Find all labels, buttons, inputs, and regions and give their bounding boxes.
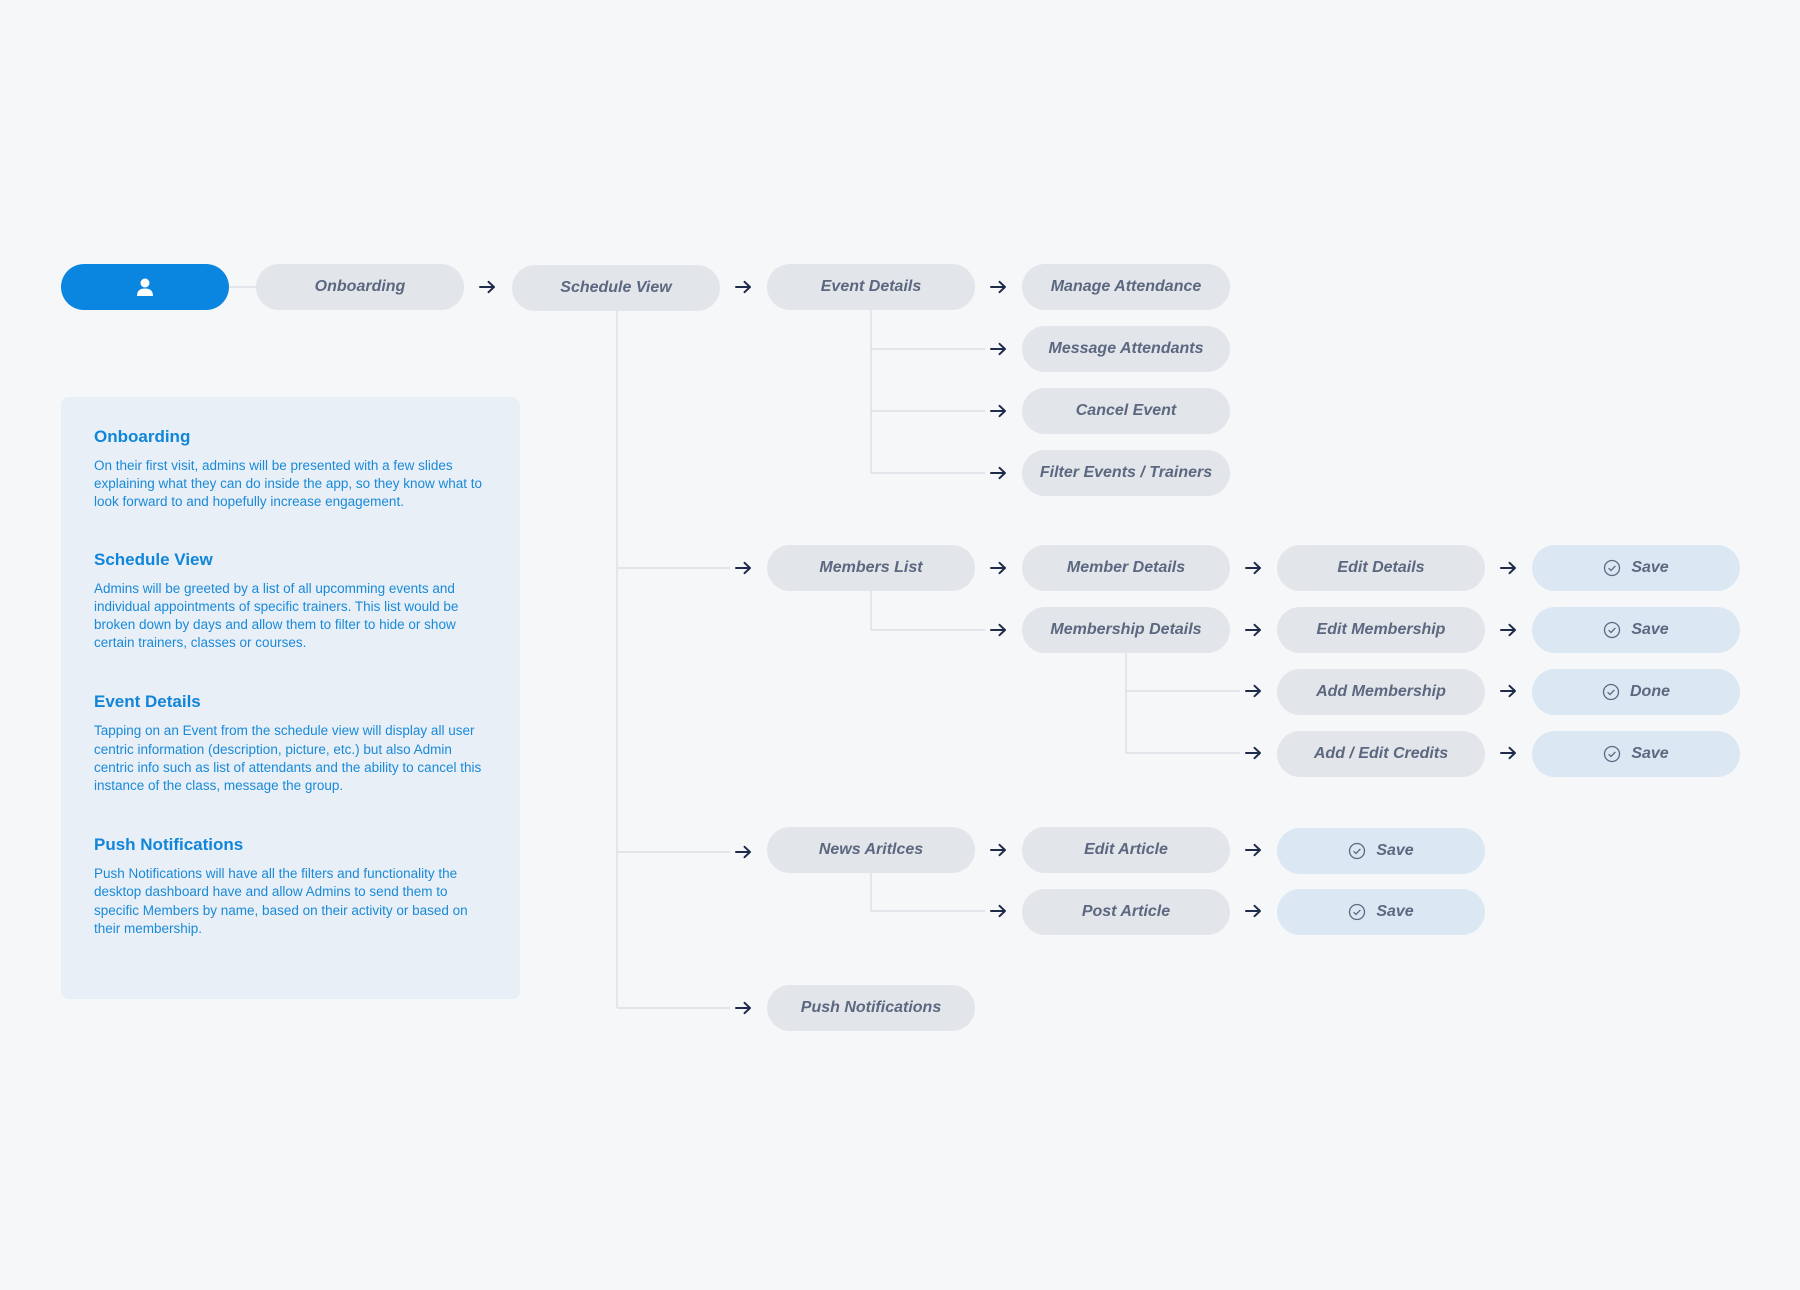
member-details-node[interactable]: Member Details (1022, 545, 1230, 591)
node-label: Manage Attendance (1050, 278, 1202, 295)
node-label: Add / Edit Credits (1313, 745, 1449, 762)
node-label: Edit Details (1337, 559, 1425, 576)
arrow-right-icon (1245, 623, 1261, 637)
save-button[interactable]: Save (1277, 828, 1485, 874)
node-label: Members List (819, 559, 923, 576)
save-button[interactable]: Save (1277, 889, 1485, 935)
user-start-button[interactable] (61, 264, 229, 310)
info-section-onboarding: Onboarding On their first visit, admins … (94, 427, 487, 512)
arrow-right-icon (990, 342, 1006, 356)
check-circle-icon (1604, 745, 1621, 763)
node-label: Member Details (1066, 559, 1186, 576)
arrow-right-icon (990, 280, 1006, 294)
arrow-right-icon (1500, 746, 1516, 760)
check-circle-icon (1349, 903, 1366, 921)
add-membership-node[interactable]: Add Membership (1277, 669, 1485, 715)
section-title: Event Details (94, 692, 201, 712)
section-body: Admins will be greeted by a list of all … (94, 580, 459, 651)
section-title: Push Notifications (94, 835, 244, 855)
section-body: Push Notifications will have all the fil… (94, 866, 468, 936)
user-icon (137, 278, 153, 296)
save-button[interactable]: Save (1532, 607, 1740, 653)
node-label: Save (1631, 559, 1669, 576)
node-label: Onboarding (314, 278, 406, 295)
arrow-right-icon (735, 845, 751, 859)
info-section-event-details: Event Details Tapping on an Event from t… (94, 692, 487, 795)
schedule-view-node[interactable]: Schedule View (512, 265, 720, 311)
done-button[interactable]: Done (1532, 669, 1740, 715)
save-button[interactable]: Save (1532, 545, 1740, 591)
node-label: Membership Details (1050, 621, 1202, 638)
arrow-right-icon (1245, 904, 1261, 918)
arrow-right-icon (990, 561, 1006, 575)
info-panel: Onboarding On their first visit, admins … (61, 397, 520, 999)
arrow-right-icon (1500, 684, 1516, 698)
info-section-push-notifications: Push Notifications Push Notifications wi… (94, 835, 487, 938)
section-title: Schedule View (94, 549, 213, 569)
arrow-right-icon (1500, 561, 1516, 575)
edit-details-node[interactable]: Edit Details (1277, 545, 1485, 591)
node-label: Cancel Event (1075, 402, 1177, 419)
node-label: Done (1630, 683, 1670, 700)
arrow-right-icon (990, 466, 1006, 480)
save-button[interactable]: Save (1532, 731, 1740, 777)
edit-membership-node[interactable]: Edit Membership (1277, 607, 1485, 653)
section-body: On their first visit, admins will be pre… (94, 458, 482, 510)
news-articles-node[interactable]: News Aritlces (767, 827, 975, 873)
node-label: Save (1376, 903, 1414, 920)
check-circle-icon (1604, 559, 1621, 577)
event-details-node[interactable]: Event Details (767, 264, 975, 310)
node-label: Add Membership (1316, 683, 1446, 700)
node-label: Filter Events / Trainers (1039, 464, 1213, 481)
node-label: Edit Membership (1316, 621, 1446, 638)
node-label: News Aritlces (818, 841, 924, 858)
arrow-right-icon (1245, 746, 1261, 760)
message-attendants-node[interactable]: Message Attendants (1022, 326, 1230, 372)
node-label: Event Details (820, 278, 922, 295)
arrow-right-icon (735, 561, 751, 575)
check-circle-icon (1602, 683, 1620, 701)
post-article-node[interactable]: Post Article (1022, 889, 1230, 935)
add-edit-credits-node[interactable]: Add / Edit Credits (1277, 731, 1485, 777)
section-title: Onboarding (94, 427, 191, 446)
node-label: Push Notifications (800, 999, 942, 1016)
node-label: Save (1631, 745, 1669, 762)
node-label: Save (1376, 842, 1414, 859)
cancel-event-node[interactable]: Cancel Event (1022, 388, 1230, 434)
info-section-schedule-view: Schedule View Admins will be greeted by … (94, 550, 487, 653)
node-label: Message Attendants (1048, 340, 1204, 357)
section-body: Tapping on an Event from the schedule vi… (94, 723, 482, 794)
node-label: Post Article (1081, 903, 1171, 920)
arrow-right-icon (990, 623, 1006, 637)
check-circle-icon (1349, 842, 1366, 860)
arrow-right-icon (1245, 843, 1261, 857)
arrow-right-icon (1245, 561, 1261, 575)
members-list-node[interactable]: Members List (767, 545, 975, 591)
arrow-right-icon (1500, 623, 1516, 637)
arrow-right-icon (990, 843, 1006, 857)
onboarding-node[interactable]: Onboarding (256, 264, 464, 310)
check-circle-icon (1604, 621, 1621, 639)
arrow-right-icon (479, 280, 495, 294)
edit-article-node[interactable]: Edit Article (1022, 827, 1230, 873)
node-label: Save (1631, 621, 1669, 638)
push-notifications-node[interactable]: Push Notifications (767, 985, 975, 1031)
filter-events-node[interactable]: Filter Events / Trainers (1022, 450, 1230, 496)
node-label: Schedule View (560, 279, 672, 296)
manage-attendance-node[interactable]: Manage Attendance (1022, 264, 1230, 310)
arrow-right-icon (735, 1001, 751, 1015)
arrow-right-icon (990, 404, 1006, 418)
node-label: Edit Article (1084, 841, 1168, 858)
arrow-right-icon (1245, 684, 1261, 698)
membership-details-node[interactable]: Membership Details (1022, 607, 1230, 653)
arrow-right-icon (990, 904, 1006, 918)
arrow-right-icon (735, 280, 751, 294)
